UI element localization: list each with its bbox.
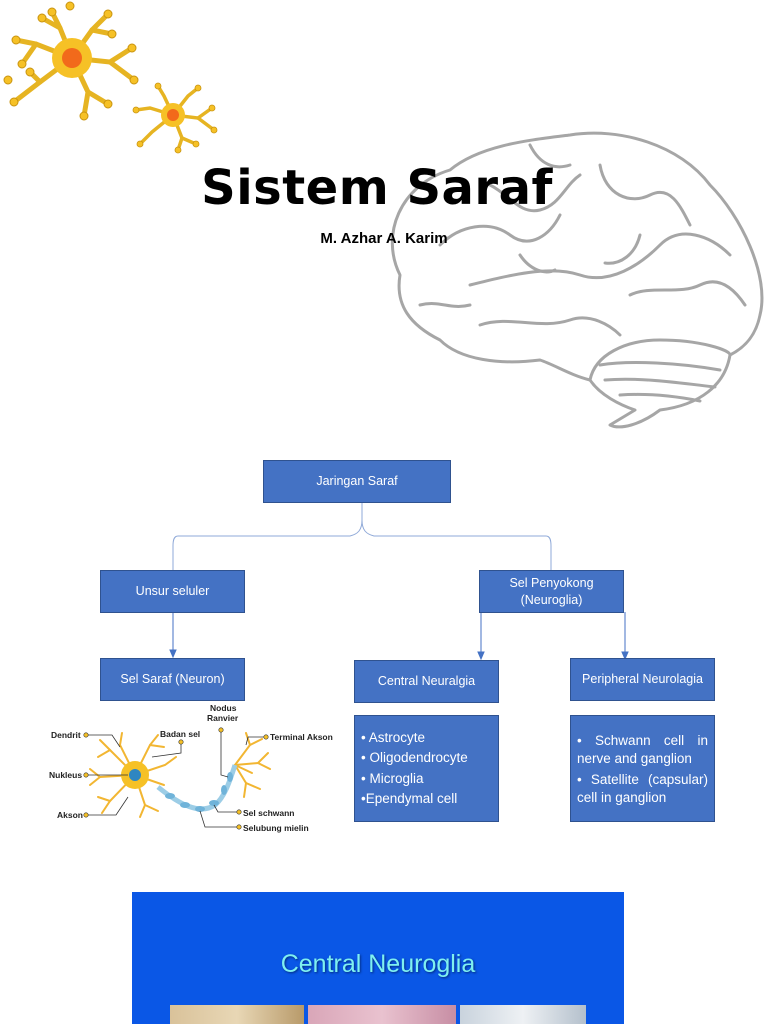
box-peripheral-neurolagia: Peripheral Neurolagia [570,658,715,701]
box-unsur-seluler-label: Unsur seluler [135,584,210,599]
label-nodus-1: Nodus [210,703,237,713]
box-central-neuralgia: Central Neuralgia [354,660,499,703]
list-item: • Microglia [361,770,424,786]
label-dendrit: Dendrit [51,730,81,740]
box-jaringan-saraf-label: Jaringan Saraf [316,474,398,489]
box-central-neuralgia-label: Central Neuralgia [377,674,476,689]
box-sel-penyokong-label-1: Sel Penyokong [509,575,594,590]
box-sel-saraf-label: Sel Saraf (Neuron) [120,672,225,687]
slide-title: Central Neuroglia [280,950,476,978]
box-sel-penyokong: Sel Penyokong (Neuroglia) [479,570,624,613]
list-item: • Satellite (capsular) cell in ganglion [577,772,708,805]
page-title: Sistem Saraf [201,160,553,216]
label-terminal-akson: Terminal Akson [270,732,333,742]
box-jaringan-saraf: Jaringan Saraf [263,460,451,503]
label-selubung-mielin: Selubung mielin [243,823,309,833]
label-nodus-2: Ranvier [207,713,239,723]
neuron-anatomy-diagram [83,727,271,830]
label-sel-schwann: Sel schwann [243,808,295,818]
box-sel-saraf: Sel Saraf (Neuron) [100,658,245,701]
box-peripheral-neurolagia-label: Peripheral Neurolagia [582,672,703,687]
list-item: • Astrocyte [361,730,425,745]
list-item: •Ependymal cell [361,790,458,806]
neuron-illustration-large [3,1,139,121]
box-unsur-seluler: Unsur seluler [100,570,245,613]
peripheral-neuroglia-list: • Schwann cell in nerve and ganglion • S… [570,715,715,822]
label-badan-sel: Badan sel [160,729,201,739]
central-neuroglia-list: • Astrocyte • Oligodendrocyte • Microgli… [354,715,499,822]
micrograph-image-3 [460,1005,586,1024]
box-sel-penyokong-label-2: (Neuroglia) [520,592,583,607]
label-nukleus: Nukleus [49,770,83,780]
page-author: M. Azhar A. Karim [320,230,448,247]
micrograph-image-1 [170,1005,304,1024]
micrograph-image-2 [308,1005,456,1024]
label-akson: Akson [57,810,83,820]
central-neuroglia-slide: Central Neuroglia [132,892,624,1024]
neuron-illustration-small [132,82,218,154]
list-item: • Oligodendrocyte [361,750,468,766]
list-item: • Schwann cell in nerve and ganglion [577,733,708,766]
brain-illustration [390,131,764,429]
